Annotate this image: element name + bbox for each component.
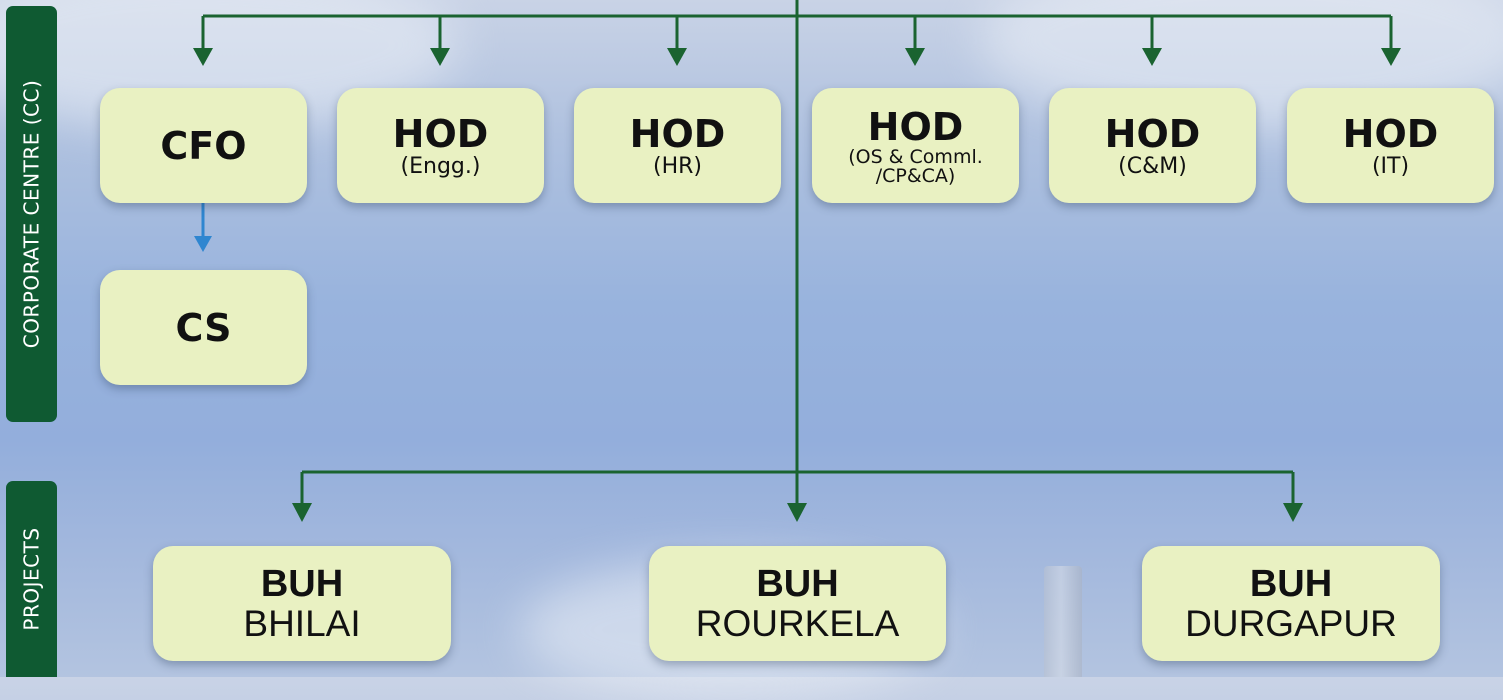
section-tab-projects: PROJECTS <box>6 481 57 677</box>
arrow-head <box>905 48 925 66</box>
arrow-head <box>292 503 312 522</box>
node-title: BUH <box>260 562 344 605</box>
node-hod-hr: HOD (HR) <box>574 88 781 203</box>
section-label: CORPORATE CENTRE (CC) <box>19 79 44 349</box>
node-title: BUH <box>756 562 839 605</box>
arrow-head <box>1142 48 1162 66</box>
arrow-head <box>667 48 687 66</box>
node-title: HOD <box>392 111 489 156</box>
arrow-head <box>787 503 807 522</box>
arrow-head <box>1283 503 1303 522</box>
node-title: HOD <box>867 104 964 149</box>
node-hod-it: HOD (IT) <box>1287 88 1494 203</box>
node-subtitle: BHILAI <box>243 602 361 644</box>
node-buh-rourkela: BUH ROURKELA <box>649 546 946 661</box>
node-subtitle: (HR) <box>653 153 702 179</box>
arrow-head <box>1381 48 1401 66</box>
node-hod-cm: HOD (C&M) <box>1049 88 1256 203</box>
node-buh-durgapur: BUH DURGAPUR <box>1142 546 1440 661</box>
node-title: HOD <box>1104 111 1201 156</box>
arrow-head <box>194 236 212 252</box>
section-tab-corporate-centre: CORPORATE CENTRE (CC) <box>6 6 57 422</box>
node-subtitle: (IT) <box>1371 153 1410 179</box>
node-subtitle: (C&M) <box>1118 153 1187 179</box>
connector-lines <box>193 0 1401 522</box>
node-title: BUH <box>1249 562 1333 605</box>
node-hod-os-comml: HOD (OS & Comml. /CP&CA) <box>812 88 1019 203</box>
arrow-head <box>430 48 450 66</box>
node-subtitle: (Engg.) <box>400 153 481 179</box>
node-title: HOD <box>1342 111 1439 156</box>
arrow-head <box>193 48 213 66</box>
node-subtitle: DURGAPUR <box>1185 602 1397 644</box>
node-cfo: CFO <box>100 88 307 203</box>
node-title: HOD <box>629 111 726 156</box>
node-subtitle: ROURKELA <box>695 602 900 644</box>
node-hod-engg: HOD (Engg.) <box>337 88 544 203</box>
section-label: PROJECTS <box>19 527 44 631</box>
background-chimney <box>1044 566 1082 677</box>
node-title: CS <box>175 305 232 350</box>
node-subtitle-line: /CP&CA) <box>875 164 956 187</box>
node-buh-bhilai: BUH BHILAI <box>153 546 451 661</box>
node-title: CFO <box>160 123 247 168</box>
node-cs: CS <box>100 270 307 385</box>
node-subtitle-line: (OS & Comml. <box>848 145 983 168</box>
